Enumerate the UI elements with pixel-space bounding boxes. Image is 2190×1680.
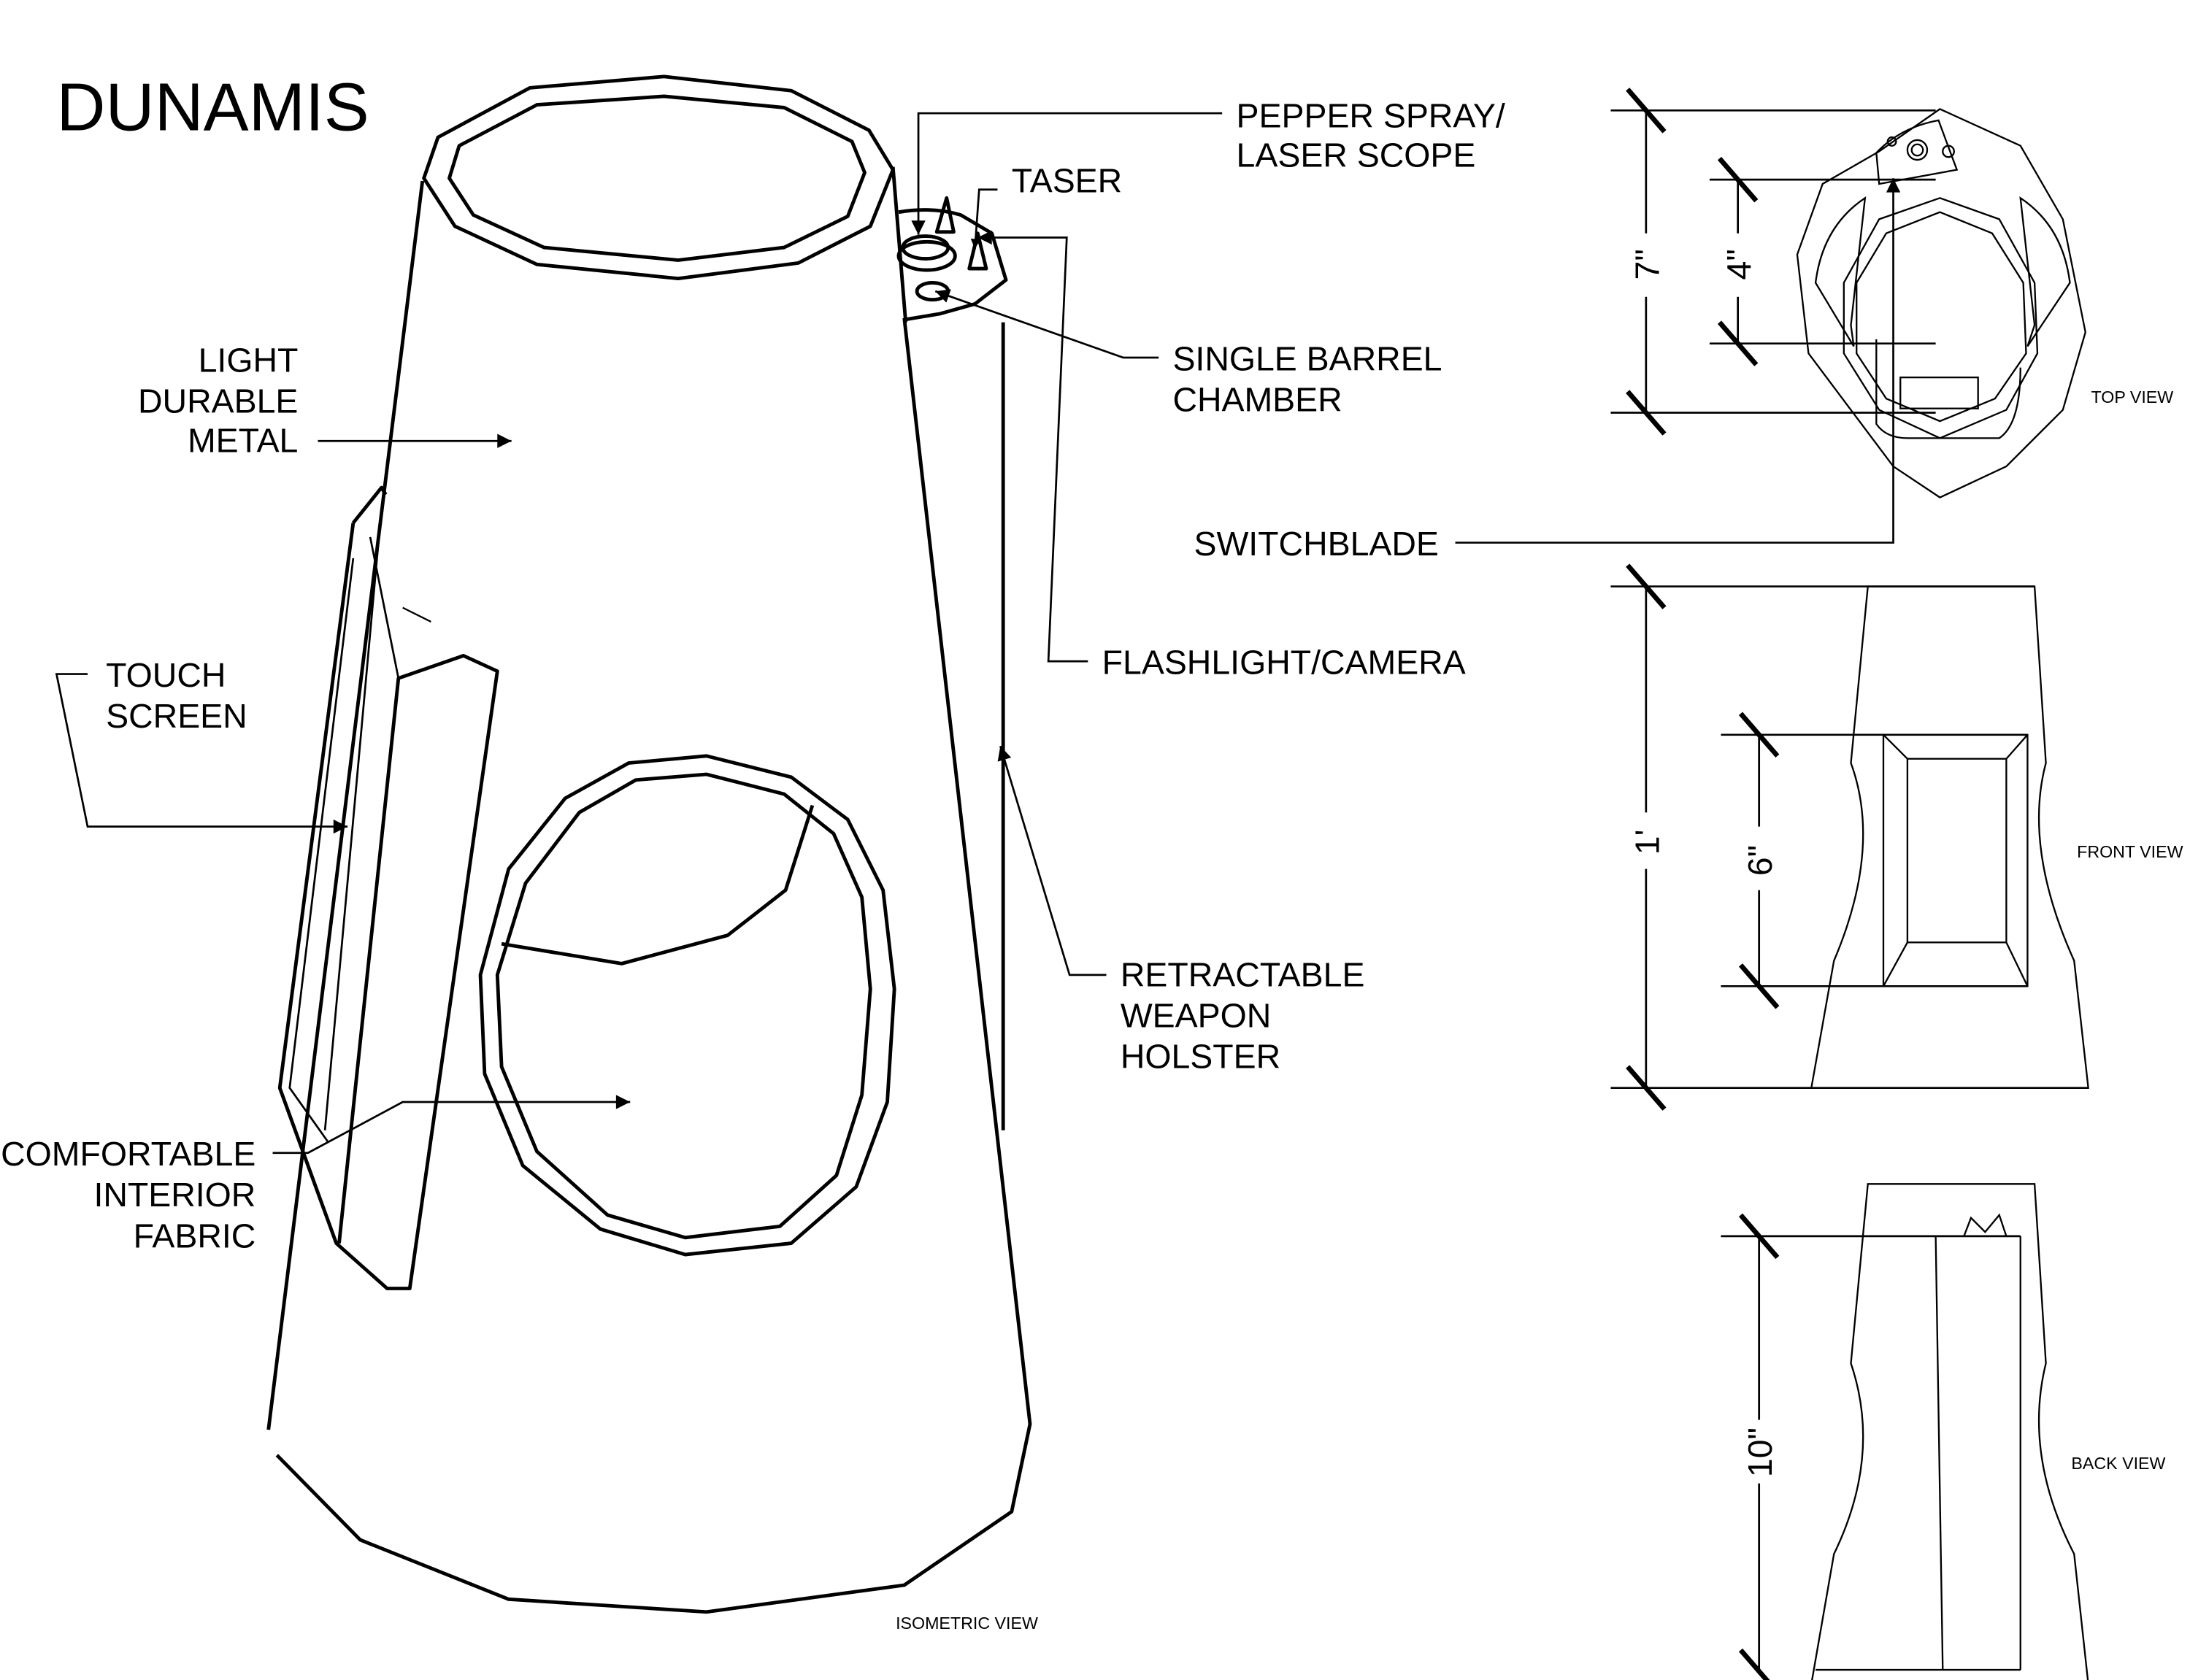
back-view: 10" BACK VIEW <box>1721 1183 2166 1680</box>
top-view-label: TOP VIEW <box>2091 388 2174 406</box>
label-retractable: RETRACTABLE <box>1121 955 1365 993</box>
front-view-label: FRONT VIEW <box>2077 842 2183 861</box>
top-view: 7" 4" TOP VIEW <box>1610 88 2174 498</box>
weapon-module <box>896 196 1008 322</box>
dim-6-inch: 6" <box>1741 845 1779 876</box>
label-chamber: CHAMBER <box>1172 381 1342 419</box>
dim-1-foot: 1' <box>1628 830 1666 855</box>
taser-prong-icon <box>934 196 956 234</box>
dim-10-inch: 10" <box>1741 1427 1779 1477</box>
label-durable: DURABLE <box>138 382 298 420</box>
callout-labels: PEPPER SPRAY/ LASER SCOPE TASER SINGLE B… <box>1 97 1505 1255</box>
back-view-label: BACK VIEW <box>2071 1454 2165 1473</box>
dim-4-inch: 4" <box>1720 249 1758 280</box>
label-fabric: FABRIC <box>134 1217 256 1255</box>
dim-7-inch: 7" <box>1628 249 1666 280</box>
label-weapon: WEAPON <box>1121 996 1271 1034</box>
front-view: 1' 6" FRONT VIEW <box>1610 563 2183 1111</box>
label-comfortable: COMFORTABLE <box>1 1135 256 1173</box>
label-metal: METAL <box>188 422 298 460</box>
label-flashlight: FLASHLIGHT/CAMERA <box>1102 644 1466 682</box>
taser-prong-icon <box>967 231 988 271</box>
label-pepper-spray: PEPPER SPRAY/ <box>1237 97 1505 135</box>
seat-opening-outer <box>478 754 896 1257</box>
body-outline <box>266 166 1032 1614</box>
label-screen: SCREEN <box>106 697 247 735</box>
touch-screen-panel <box>277 485 499 1290</box>
drawing-title: DUNAMIS <box>56 69 369 145</box>
label-laser-scope: LASER SCOPE <box>1237 136 1476 174</box>
top-rim-outer <box>422 74 895 281</box>
label-taser: TASER <box>1012 162 1122 200</box>
top-rim-inner <box>447 94 867 262</box>
barrel-icon <box>915 281 950 302</box>
label-light: LIGHT <box>199 341 299 379</box>
interior-fabric-edge <box>501 804 815 966</box>
isometric-view-label: ISOMETRIC VIEW <box>896 1614 1038 1633</box>
seat-opening-inner <box>495 772 872 1240</box>
label-switchblade: SWITCHBLADE <box>1194 525 1438 563</box>
isometric-view: ISOMETRIC VIEW <box>266 74 1038 1633</box>
label-interior: INTERIOR <box>93 1176 256 1214</box>
label-single-barrel: SINGLE BARREL <box>1172 339 1442 377</box>
label-touch: TOUCH <box>106 656 226 694</box>
leader-lines <box>55 112 1901 1155</box>
label-holster: HOLSTER <box>1121 1038 1280 1076</box>
